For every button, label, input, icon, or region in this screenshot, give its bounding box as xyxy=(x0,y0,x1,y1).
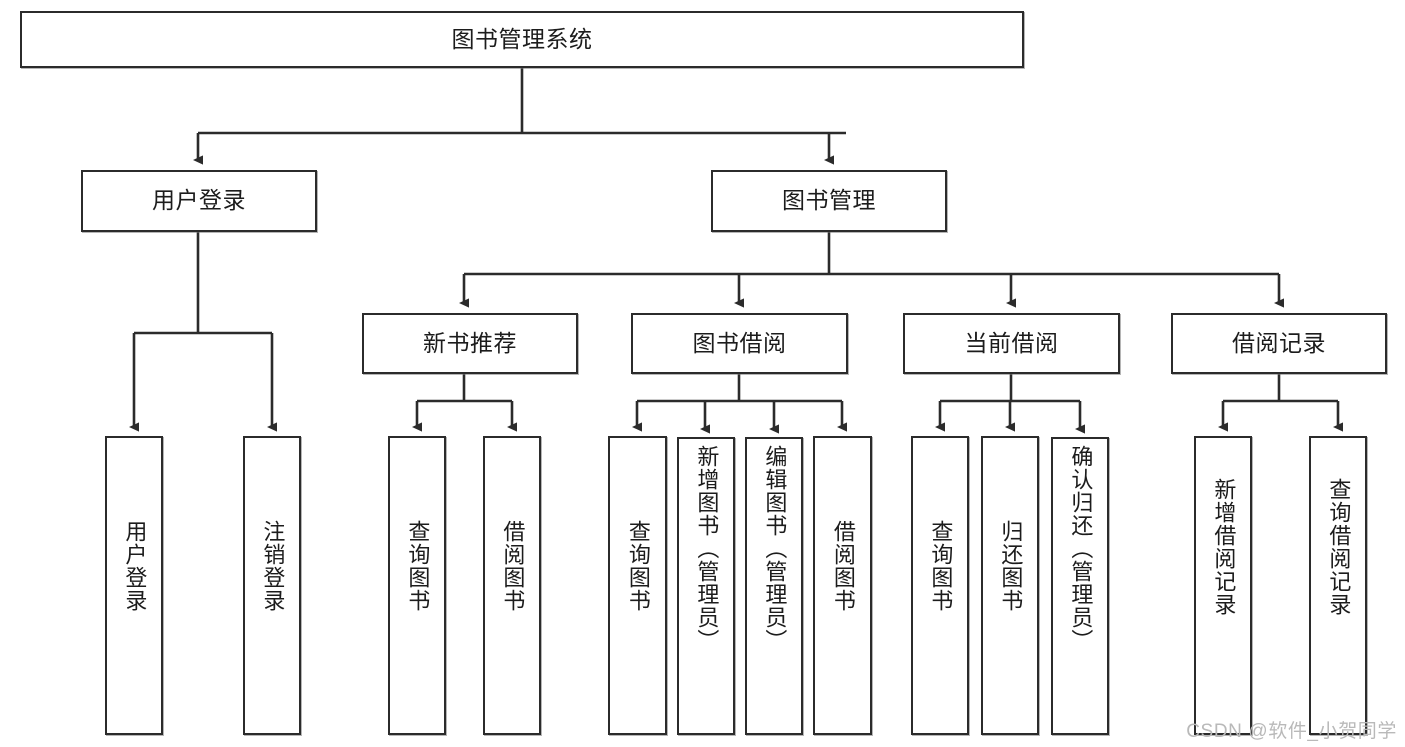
node-label: 借阅图书 xyxy=(830,520,856,612)
node-label: 图书借阅 xyxy=(692,329,787,356)
node-leaf-add-borrow-record[interactable]: 新增借阅记录 xyxy=(1194,436,1252,735)
node-leaf-borrow-borrow-book[interactable]: 借阅图书 xyxy=(813,436,872,735)
node-leaf-add-book-admin[interactable]: 新增图书（管理员） xyxy=(677,437,735,735)
node-label: 用户登录 xyxy=(122,520,148,612)
node-leaf-borrow-query-book[interactable]: 查询图书 xyxy=(608,436,667,735)
node-label: 当前借阅 xyxy=(964,329,1059,356)
node-book-management[interactable]: 图书管理 xyxy=(711,170,947,232)
node-label: 查询图书 xyxy=(405,520,431,612)
node-label: 注销登录 xyxy=(260,520,286,612)
node-current-borrow[interactable]: 当前借阅 xyxy=(903,313,1120,374)
node-label: 图书管理 xyxy=(782,187,876,214)
node-label: 查询图书 xyxy=(928,520,954,612)
node-leaf-current-query-book[interactable]: 查询图书 xyxy=(911,436,969,735)
node-user-login[interactable]: 用户登录 xyxy=(81,170,317,232)
node-book-borrow[interactable]: 图书借阅 xyxy=(631,313,848,374)
node-label: 新书推荐 xyxy=(423,329,517,356)
node-borrow-record[interactable]: 借阅记录 xyxy=(1171,313,1387,374)
node-label: 新增图书（管理员） xyxy=(694,445,720,652)
node-label: 查询借阅记录 xyxy=(1326,478,1352,616)
node-label: 确认归还（管理员） xyxy=(1068,445,1094,652)
node-label: 编辑图书（管理员） xyxy=(762,445,788,652)
node-label: 借阅图书 xyxy=(500,520,526,612)
node-leaf-confirm-return-admin[interactable]: 确认归还（管理员） xyxy=(1051,437,1109,735)
node-label: 用户登录 xyxy=(152,187,246,214)
node-leaf-edit-book-admin[interactable]: 编辑图书（管理员） xyxy=(745,437,803,735)
node-leaf-user-login[interactable]: 用户登录 xyxy=(105,436,163,735)
node-label: 借阅记录 xyxy=(1232,329,1326,356)
node-leaf-query-borrow-record[interactable]: 查询借阅记录 xyxy=(1309,436,1367,735)
node-leaf-logout[interactable]: 注销登录 xyxy=(243,436,301,735)
node-new-book-recommend[interactable]: 新书推荐 xyxy=(362,313,578,374)
node-root-book-management-system[interactable]: 图书管理系统 xyxy=(20,11,1024,68)
node-label: 查询图书 xyxy=(625,520,651,612)
node-label: 归还图书 xyxy=(998,520,1024,612)
node-label: 新增借阅记录 xyxy=(1211,478,1237,616)
node-leaf-newbook-borrow-book[interactable]: 借阅图书 xyxy=(483,436,541,735)
node-leaf-return-book[interactable]: 归还图书 xyxy=(981,436,1039,735)
node-label: 图书管理系统 xyxy=(451,25,593,52)
node-leaf-newbook-query-book[interactable]: 查询图书 xyxy=(388,436,446,735)
